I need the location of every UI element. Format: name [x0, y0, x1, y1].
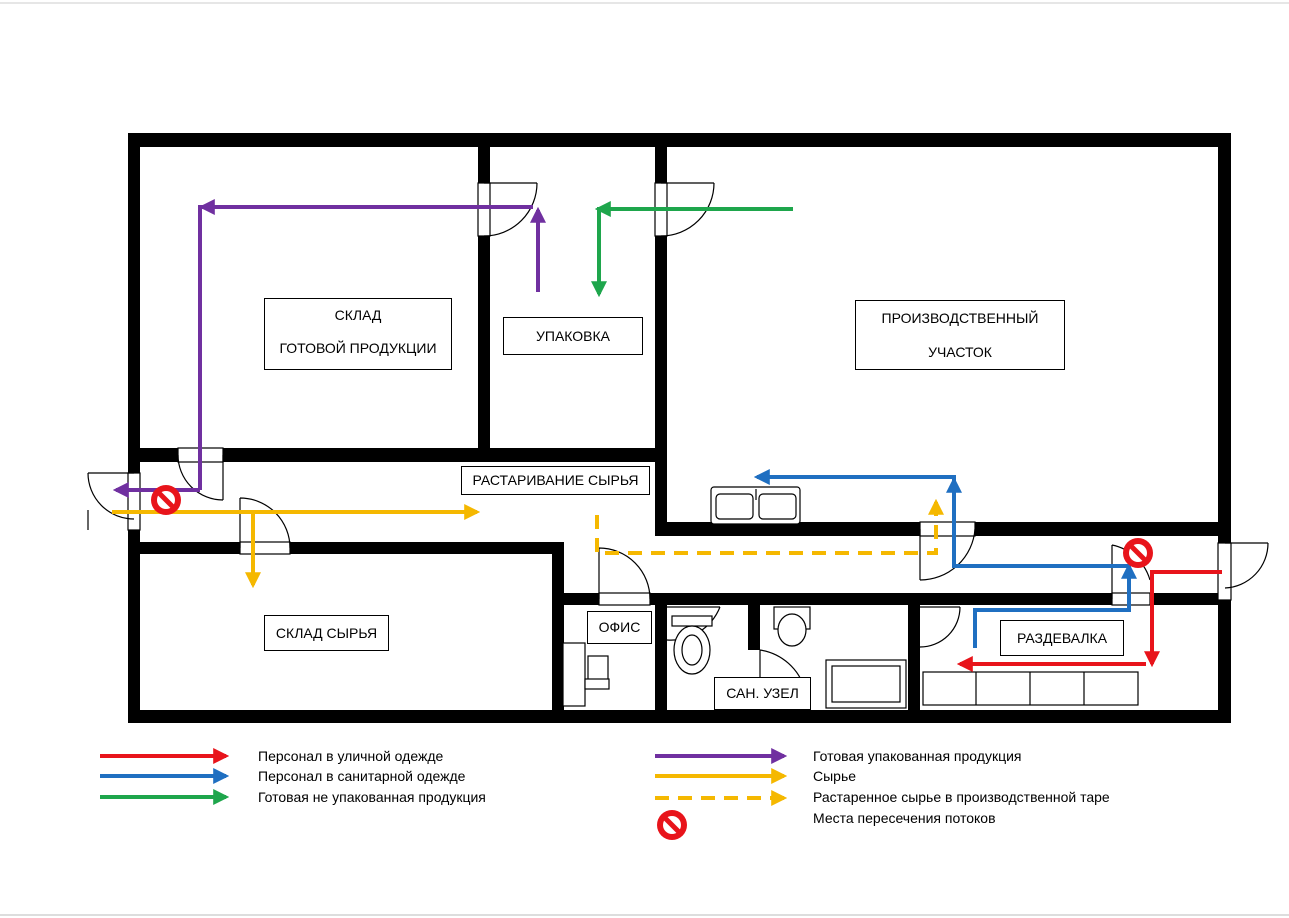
room-label-raw-storage: СКЛАД СЫРЬЯ	[264, 615, 389, 651]
legend-swatches	[100, 748, 788, 840]
legend-text-raw: Сырье	[813, 768, 857, 784]
legend-text-unpacked-raw: Растаренное сырье в производственной тар…	[813, 789, 1110, 805]
room-label-sanitary: САН. УЗЕЛ	[714, 677, 811, 710]
legend-text-packed: Готовая упакованная продукция	[813, 748, 1022, 764]
toilet-fixture	[671, 615, 713, 627]
intersection-icon	[1123, 538, 1153, 568]
room-label-office: ОФИС	[587, 611, 652, 644]
legend-text-street: Персонал в уличной одежде	[258, 748, 444, 764]
legend-text-sanitary: Персонал в санитарной одежде	[258, 768, 466, 784]
room-label-production: ПРОИЗВОДСТВЕННЫЙ УЧАСТОК	[855, 300, 1065, 370]
legend-text-intersection: Места пересечения потоков	[813, 810, 996, 826]
room-label-finished-storage: СКЛАД ГОТОВОЙ ПРОДУКЦИИ	[264, 298, 452, 370]
walls	[128, 133, 1231, 723]
unpacked-product-arrow	[591, 207, 793, 298]
legend-text-unpacked: Готовая не упакованная продукция	[258, 789, 486, 805]
desk-fixture	[562, 642, 586, 707]
sanitary-clothes-arrow-2	[753, 469, 1129, 568]
intersection-icon	[151, 485, 181, 515]
unpacked-raw-arrow	[595, 498, 944, 555]
street-clothes-arrow-1	[1144, 570, 1222, 668]
legend-intersection-icon	[657, 810, 687, 840]
room-label-locker: РАЗДЕВАЛКА	[1000, 620, 1124, 656]
room-label-packing: УПАКОВКА	[503, 317, 643, 355]
room-label-unpacking: РАСТАРИВАНИЕ СЫРЬЯ	[461, 466, 650, 495]
fixtures	[562, 486, 1139, 709]
